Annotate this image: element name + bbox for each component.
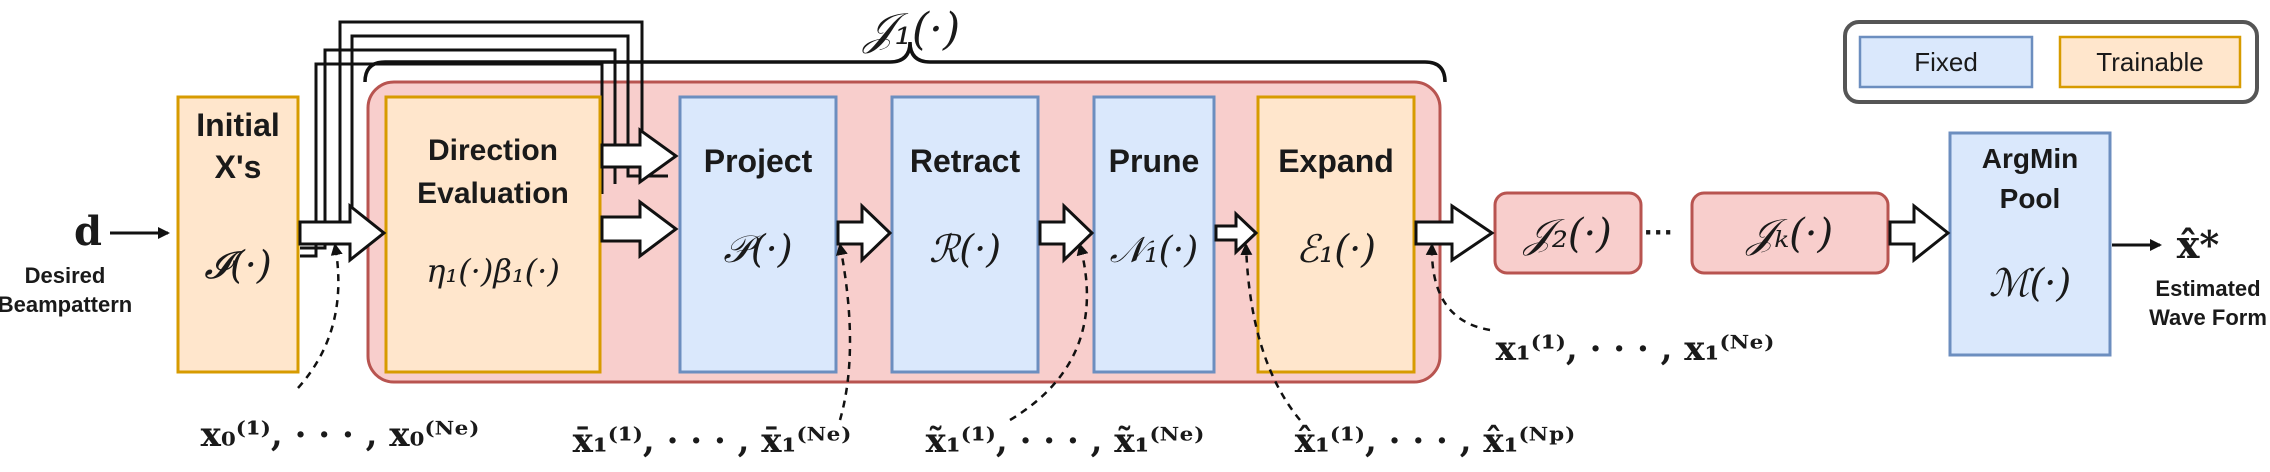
- argmin-title-2: Pool: [2000, 183, 2061, 214]
- expand-func: ℰ₁(·): [1296, 227, 1376, 271]
- retract-box: [890, 95, 1040, 374]
- jk-func: 𝒥ₖ(·): [1745, 211, 1833, 257]
- retract-block: Retract ℛ(·): [890, 95, 1040, 374]
- project-func: 𝒫(·): [723, 227, 792, 271]
- initial-title-1: Initial: [196, 107, 280, 143]
- jk-box: [1690, 191, 1890, 275]
- annotation-x0: x₀⁽¹⁾, · · · , x₀⁽ᴺᵉ⁾: [201, 415, 480, 455]
- ellipsis: ···: [1644, 216, 1674, 249]
- initial-func: 𝓘(·): [204, 243, 271, 287]
- project-box: [678, 95, 838, 374]
- direction-func: η₁(·)β₁(·): [426, 252, 560, 290]
- jk-block: 𝒥ₖ(·): [1690, 191, 1890, 275]
- output-caption-2: Wave Form: [2149, 305, 2267, 330]
- retract-func: ℛ(·): [929, 227, 1001, 271]
- input-d: d Desired Beampattern: [0, 208, 170, 317]
- j2-func: 𝒥₂(·): [1522, 211, 1612, 257]
- j1-brace: 𝒥₁(·): [363, 4, 1447, 83]
- legend: Fixed Trainable: [1843, 20, 2259, 104]
- initial-block: Initial X's 𝓘(·): [176, 95, 300, 374]
- input-caption-1: Desired: [25, 263, 106, 288]
- direction-title-2: Evaluation: [417, 177, 569, 210]
- argmin-func: ℳ(·): [1989, 261, 2071, 305]
- legend-trainable-label: Trainable: [2096, 47, 2203, 77]
- output-caption-1: Estimated: [2155, 276, 2260, 301]
- arrow-direction-project: [600, 199, 679, 259]
- annotation-xhat: x̂₁⁽¹⁾, · · · , x̂₁⁽ᴺᵖ⁾: [1295, 421, 1576, 461]
- initial-title-2: X's: [215, 149, 262, 185]
- direction-block: Direction Evaluation η₁(·)β₁(·): [384, 95, 602, 374]
- input-caption-2: Beampattern: [0, 292, 132, 317]
- legend-fixed-swatch: [1858, 35, 2034, 89]
- argmin-box: [1948, 131, 2112, 357]
- output-symbol: x̂*: [2177, 222, 2220, 267]
- j2-box: [1493, 191, 1643, 275]
- arrow-prune-expand: [1214, 210, 1259, 256]
- dashed-arrows: [297, 243, 1491, 422]
- j1-brace-label: 𝒥₁(·): [862, 4, 960, 55]
- prune-block: Prune 𝒩₁(·): [1092, 95, 1216, 374]
- arrow-expand-j2: [1414, 203, 1495, 263]
- input-symbol: d: [74, 208, 102, 255]
- legend-trainable-swatch: [2058, 35, 2242, 89]
- project-title: Project: [704, 143, 813, 179]
- annotation-x1: x₁⁽¹⁾, · · · , x₁⁽ᴺᵉ⁾: [1496, 329, 1775, 369]
- argmin-block: ArgMin Pool ℳ(·): [1948, 131, 2112, 357]
- arrow-into-project-top: [600, 127, 679, 185]
- output: x̂* Estimated Wave Form: [2112, 222, 2267, 330]
- block-arrows: [298, 127, 1951, 264]
- initial-box: [176, 95, 300, 374]
- direction-box: [384, 95, 602, 374]
- prune-box: [1092, 95, 1216, 374]
- expand-title: Expand: [1278, 143, 1394, 179]
- j2-block: 𝒥₂(·): [1493, 191, 1643, 275]
- arrow-jk-argmin: [1888, 202, 1951, 264]
- expand-block: Expand ℰ₁(·): [1256, 95, 1416, 374]
- argmin-title-1: ArgMin: [1982, 143, 2078, 174]
- annotation-xtilde: x̃₁⁽¹⁾, · · · , x̃₁⁽ᴺᵉ⁾: [926, 421, 1205, 461]
- direction-title-1: Direction: [428, 134, 558, 167]
- arrow-initial-direction: [298, 202, 387, 264]
- legend-fixed-label: Fixed: [1914, 47, 1978, 77]
- prune-title: Prune: [1109, 143, 1200, 179]
- annotation-xbar: x̄₁⁽¹⁾, · · · , x̄₁⁽ᴺᵉ⁾: [573, 421, 852, 461]
- prune-func: 𝒩₁(·): [1110, 230, 1198, 271]
- project-block: Project 𝒫(·): [678, 95, 838, 374]
- expand-box: [1256, 95, 1416, 374]
- retract-title: Retract: [910, 143, 1021, 179]
